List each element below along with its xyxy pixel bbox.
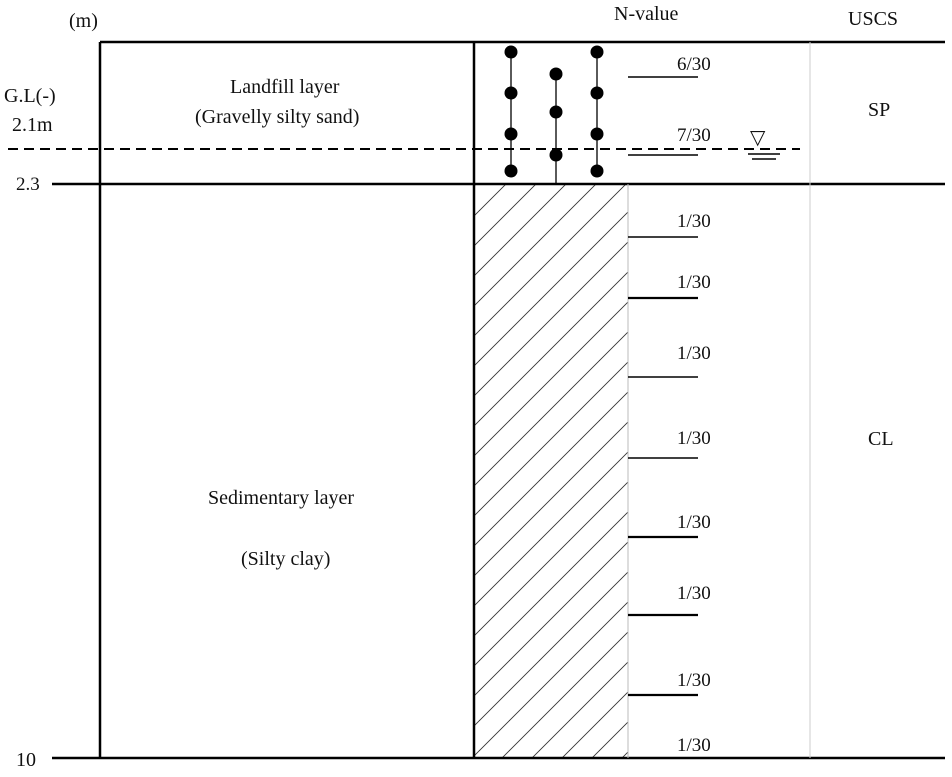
nvalue-label: 1/30	[677, 343, 711, 364]
nvalue-entry: 7/30	[628, 125, 711, 156]
nvalue-entry: 1/30	[677, 735, 711, 756]
water-table-icon: ▽	[750, 127, 766, 149]
water-table-depth-label: 2.1m	[12, 114, 53, 136]
sedimentary-layer-name: Sedimentary layer	[208, 487, 354, 509]
nvalue-label: 1/30	[677, 428, 711, 449]
nvalue-entry: 1/30	[628, 272, 711, 300]
nvalue-label: 1/30	[677, 735, 711, 756]
nvalue-label: 1/30	[677, 583, 711, 604]
sedimentary-layer-description: (Silty clay)	[241, 548, 330, 570]
bottom-depth-label: 10	[16, 749, 36, 771]
nvalue-label: 1/30	[677, 211, 711, 232]
nvalue-entry: 1/30	[628, 583, 711, 617]
n-value-header: N-value	[614, 3, 679, 25]
nvalue-label: 6/30	[677, 54, 711, 75]
uscs-cl-label: CL	[868, 428, 894, 450]
clay-hatch-pattern	[475, 184, 628, 758]
gravel-symbol	[504, 45, 604, 184]
uscs-sp-label: SP	[868, 99, 890, 121]
nvalue-entry: 1/30	[628, 343, 711, 378]
landfill-layer-description: (Gravelly silty sand)	[195, 106, 359, 128]
gl-label: G.L(-)	[4, 85, 56, 107]
nvalue-entry: 1/30	[628, 512, 711, 539]
depth-unit-label: (m)	[69, 10, 98, 32]
boundary-depth-label: 2.3	[16, 174, 40, 195]
nvalue-entry: 1/30	[628, 428, 711, 459]
uscs-header: USCS	[848, 8, 898, 30]
nvalue-label: 1/30	[677, 272, 711, 293]
nvalue-label: 1/30	[677, 512, 711, 533]
landfill-layer-name: Landfill layer	[230, 76, 340, 98]
nvalue-entry: 1/30	[628, 670, 711, 697]
nvalue-label: 7/30	[677, 125, 711, 146]
nvalue-entry: 1/30	[628, 211, 711, 238]
nvalue-entry: 6/30	[628, 54, 711, 78]
nvalue-label: 1/30	[677, 670, 711, 691]
